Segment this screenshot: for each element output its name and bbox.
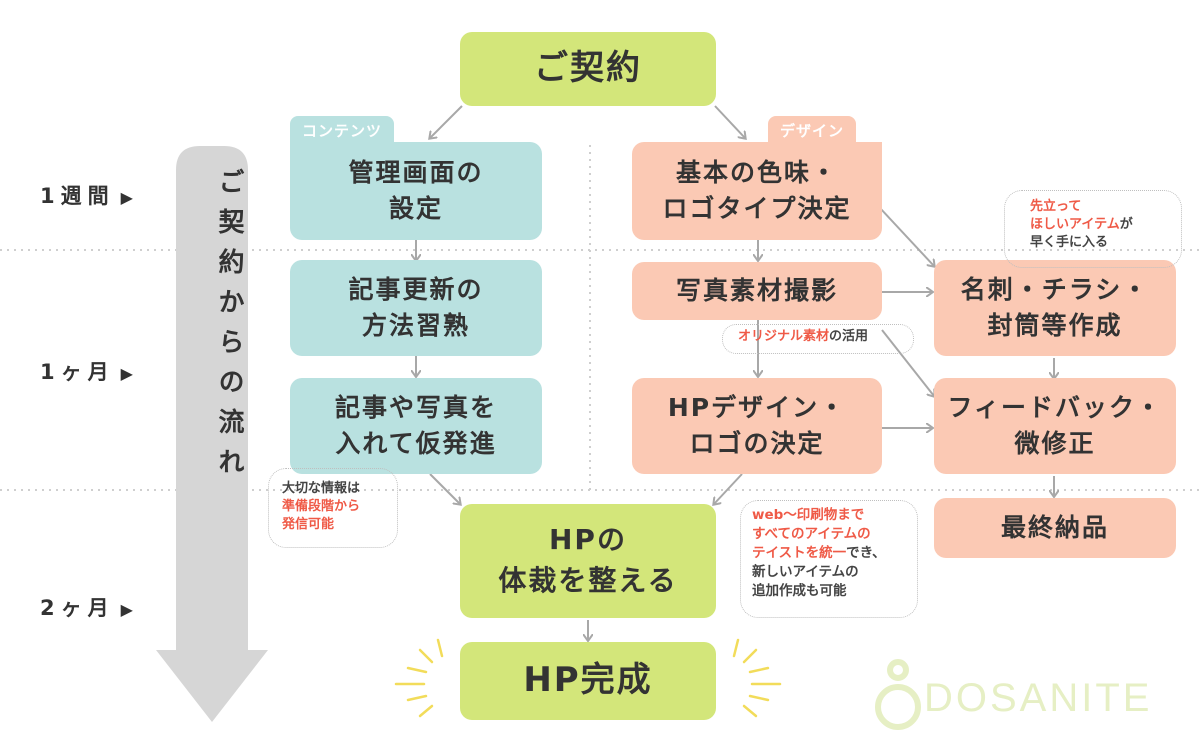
- note-original-border: [722, 324, 914, 354]
- contents-step-3: 記事や写真を 入れて仮発進: [290, 378, 542, 474]
- triangle-right-icon: ▶: [120, 600, 133, 619]
- contents-step-1: 管理画面の 設定: [290, 142, 542, 240]
- triangle-right-icon: ▶: [120, 364, 133, 383]
- flow-side-label: ご契約からの流れ: [214, 168, 244, 488]
- note-items-border: [1004, 190, 1182, 268]
- note-info-border: [268, 468, 398, 548]
- contents-step-1-label: 管理画面の 設定: [348, 157, 484, 223]
- time-label-month-text: 1ヶ月: [40, 360, 115, 384]
- arrow-d2-s2: [881, 329, 934, 396]
- note-original-black: の活用: [829, 329, 869, 344]
- hp-layout-label: HPの 体裁を整える: [498, 523, 678, 597]
- triangle-right-icon: ▶: [120, 188, 133, 207]
- side-step-3-label: 最終納品: [1000, 512, 1109, 542]
- time-label-week-text: 1週間: [40, 184, 115, 208]
- arrow-d3-hp: [714, 473, 743, 504]
- side-step-2-label: フィードバック・ 微修正: [947, 392, 1163, 458]
- side-step-1: 名刺・チラシ・ 封筒等作成: [934, 260, 1176, 356]
- note-web: web〜印刷物まで すべてのアイテムの テイストを統一でき、 新しいアイテムの …: [752, 506, 886, 600]
- note-original-red: オリジナル素材: [738, 329, 830, 344]
- note-web-border: [740, 500, 918, 618]
- note-items-red: 先立って ほしいアイテム: [1030, 199, 1120, 233]
- note-items-black-2: 早く手に入る: [1030, 235, 1109, 251]
- hp-complete-label: HP完成: [523, 660, 653, 701]
- arrow-c3-hp: [429, 473, 460, 504]
- contract-box: ご契約: [460, 32, 716, 106]
- note-web-black-1: でき、: [846, 544, 886, 561]
- note-web-red: web〜印刷物まで すべてのアイテムの テイストを統一: [752, 507, 871, 561]
- arrow-contract-to-design: [714, 105, 745, 138]
- arrow-contract-to-contents: [430, 105, 463, 138]
- contract-label: ご契約: [534, 48, 642, 89]
- logo-mark: [875, 659, 921, 730]
- contents-step-3-label: 記事や写真を 入れて仮発進: [334, 392, 497, 458]
- note-info: 大切な情報は 準備段階から 発信可能: [282, 480, 394, 535]
- side-step-1-label: 名刺・チラシ・ 封筒等作成: [960, 274, 1150, 340]
- design-step-3: HPデザイン・ ロゴの決定: [632, 378, 882, 474]
- time-label-month: 1ヶ月 ▶: [40, 356, 133, 386]
- side-step-3: 最終納品: [934, 498, 1176, 558]
- contents-tag-label: コンテンツ: [302, 122, 383, 140]
- design-step-1: 基本の色味・ ロゴタイプ決定: [632, 142, 882, 240]
- hp-layout-box: HPの 体裁を整える: [460, 504, 716, 618]
- contents-step-2-label: 記事更新の 方法習熟: [348, 274, 484, 340]
- note-items: 先立って ほしいアイテムが 早く手に入る: [1030, 198, 1133, 253]
- time-label-two-months: 2ヶ月 ▶: [40, 592, 133, 622]
- design-step-1-label: 基本の色味・ ロゴタイプ決定: [662, 157, 852, 223]
- time-label-week: 1週間 ▶: [40, 180, 133, 210]
- note-info-red: 準備段階から 発信可能: [282, 499, 361, 533]
- logo-text: DOSANITE: [924, 676, 1153, 720]
- note-items-black-1: が: [1119, 217, 1133, 233]
- time-label-two-months-text: 2ヶ月: [40, 596, 115, 620]
- contents-step-2: 記事更新の 方法習熟: [290, 260, 542, 356]
- note-web-black-2: 新しいアイテムの 追加作成も可能: [752, 563, 859, 599]
- arrow-d1-s1: [879, 207, 934, 266]
- sparkle-left: [394, 638, 444, 718]
- timeline-arrow-shape: [156, 146, 268, 722]
- design-tag-label: デザイン: [780, 122, 845, 140]
- side-step-2: フィードバック・ 微修正: [934, 378, 1176, 474]
- design-step-2: 写真素材撮影: [632, 262, 882, 320]
- design-step-2-label: 写真素材撮影: [675, 275, 838, 305]
- hp-complete-box: HP完成: [460, 642, 716, 720]
- note-info-black: 大切な情報は: [282, 481, 361, 496]
- sparkle-right: [732, 638, 782, 718]
- note-original: オリジナル素材の活用: [738, 328, 868, 346]
- design-step-3-label: HPデザイン・ ロゴの決定: [667, 392, 847, 458]
